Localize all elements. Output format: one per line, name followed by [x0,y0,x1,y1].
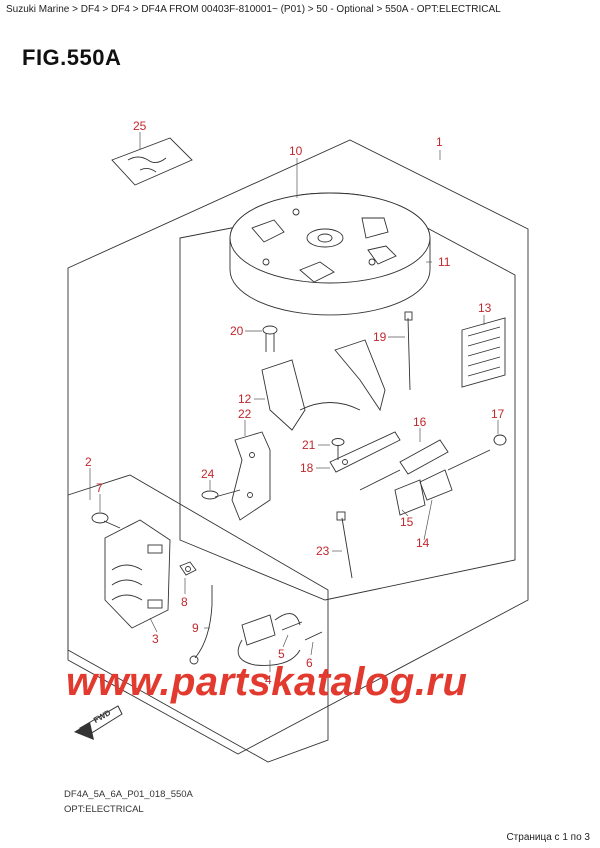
connectors [359,434,507,516]
part-8-nut [179,561,197,576]
part-22-bracket [231,431,271,521]
callout-15[interactable]: 15 [400,515,414,529]
callout-25[interactable]: 25 [133,119,147,133]
part-18-clamp [329,431,401,473]
footer-code: DF4A_5A_6A_P01_018_550A [64,789,193,800]
callout-4[interactable]: 4 [265,673,272,687]
part-7-screw [91,512,121,529]
lower-left-frame [67,474,329,763]
callout-3[interactable]: 3 [152,632,159,646]
callout-24[interactable]: 24 [201,467,215,481]
callout-18[interactable]: 18 [300,461,314,475]
part-13-label [461,317,506,388]
leader-lines [89,132,499,672]
callout-1[interactable]: 1 [436,135,443,149]
callout-22[interactable]: 22 [238,407,252,421]
callout-9[interactable]: 9 [192,621,199,635]
callout-10[interactable]: 10 [289,144,303,158]
callout-7[interactable]: 7 [96,481,103,495]
callout-19[interactable]: 19 [373,330,387,344]
figure-title: FIG.550A [22,45,122,70]
callout-16[interactable]: 16 [413,415,427,429]
part-4-harness [237,613,323,666]
callout-21[interactable]: 21 [302,438,316,452]
part-3-rectifier [104,519,171,629]
callout-6[interactable]: 6 [306,656,313,670]
part-21-bolt [331,438,345,460]
watermark: www.partskatalog.ru [66,660,468,704]
breadcrumb[interactable]: Suzuki Marine > DF4 > DF4 > DF4A FROM 00… [6,4,501,15]
part-20-screw [262,325,278,352]
footer-subtitle: OPT:ELECTRICAL [64,804,144,815]
callout-13[interactable]: 13 [478,301,492,315]
outer-frame [67,139,529,755]
flywheel [229,192,431,316]
callout-8[interactable]: 8 [181,595,188,609]
pager[interactable]: Страница с 1 по 3 [506,832,590,843]
part-24-bolt [201,489,241,500]
part-19-strap [407,317,411,391]
callout-11[interactable]: 11 [438,255,451,269]
part-25-bag [111,137,193,186]
part-12-coils [261,339,386,431]
fwd-arrow-icon [74,705,123,740]
callout-12[interactable]: 12 [238,392,252,406]
callout-14[interactable]: 14 [416,536,430,550]
callout-20[interactable]: 20 [230,324,244,338]
part-23-tie [341,517,353,579]
callout-17[interactable]: 17 [491,407,505,421]
callout-2[interactable]: 2 [85,455,92,469]
callout-23[interactable]: 23 [316,544,330,558]
callout-5[interactable]: 5 [278,647,285,661]
part-9-wire [194,585,213,659]
